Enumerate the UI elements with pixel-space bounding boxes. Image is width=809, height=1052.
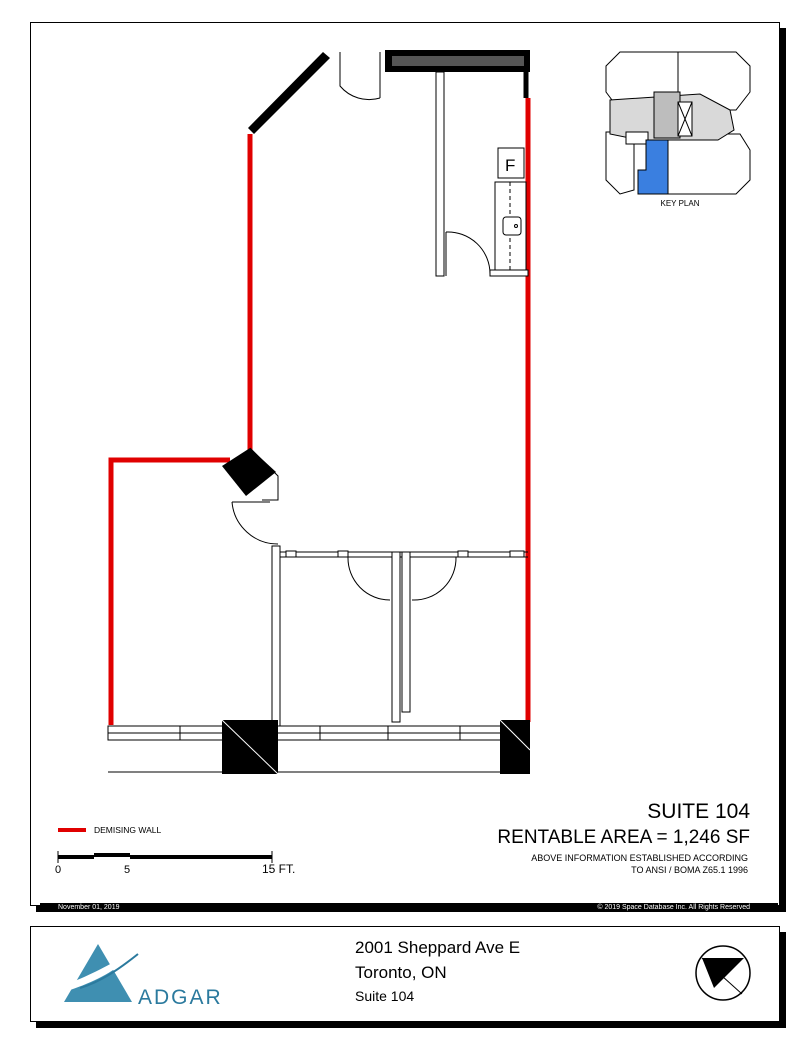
- date-text: November 01, 2019: [58, 904, 120, 911]
- suite-line: Suite 104: [355, 988, 415, 1004]
- column-bottom-right: [500, 720, 530, 774]
- angled-exterior-wall: [248, 52, 330, 134]
- floor-plan-drawing: F: [57, 50, 751, 863]
- demising-wall-left-lower: [108, 457, 230, 725]
- key-plan-highlight: [637, 139, 669, 195]
- fridge-label: F: [505, 156, 515, 175]
- legend-label: DEMISING WALL: [94, 825, 162, 835]
- entry-door-swing: [339, 52, 381, 101]
- copyright-text: © 2019 Space Database Inc. All Rights Re…: [597, 904, 750, 911]
- suite-title: SUITE 104: [647, 800, 750, 823]
- north-arrow-icon: [695, 945, 751, 1001]
- scale-label-15: 15 FT.: [262, 862, 296, 876]
- office-door-swing-1: [231, 501, 279, 545]
- address-line2: Toronto, ON: [355, 963, 447, 982]
- rentable-area: RENTABLE AREA = 1,246 SF: [497, 827, 750, 848]
- key-plan: [605, 51, 751, 195]
- boma-note-line2: TO ANSI / BOMA Z65.1 1996: [631, 865, 748, 875]
- kitchen-partition-wall: [435, 71, 445, 277]
- sink-icon: [502, 216, 522, 236]
- scale-label-5: 5: [124, 864, 131, 876]
- address-line1: 2001 Sheppard Ave E: [355, 938, 521, 957]
- key-plan-label: KEY PLAN: [660, 199, 700, 208]
- scale-bar: [57, 851, 273, 863]
- fridge-box: [497, 147, 525, 179]
- boma-note-line1: ABOVE INFORMATION ESTABLISHED ACCORDING: [531, 853, 748, 863]
- title-block: [30, 926, 780, 1022]
- office-door-swing-2: [347, 556, 391, 601]
- kitchen-door-swing: [445, 231, 491, 275]
- brand-name: ADGAR: [138, 986, 223, 1009]
- adgar-logo-icon: [64, 944, 140, 1002]
- column-angled: [222, 448, 276, 496]
- office-door-swing-3: [411, 556, 457, 601]
- scale-label-0: 0: [55, 864, 62, 876]
- footer-strip: November 01, 2019 © 2019 Space Database …: [40, 903, 778, 912]
- demising-wall-swatch: [58, 828, 86, 832]
